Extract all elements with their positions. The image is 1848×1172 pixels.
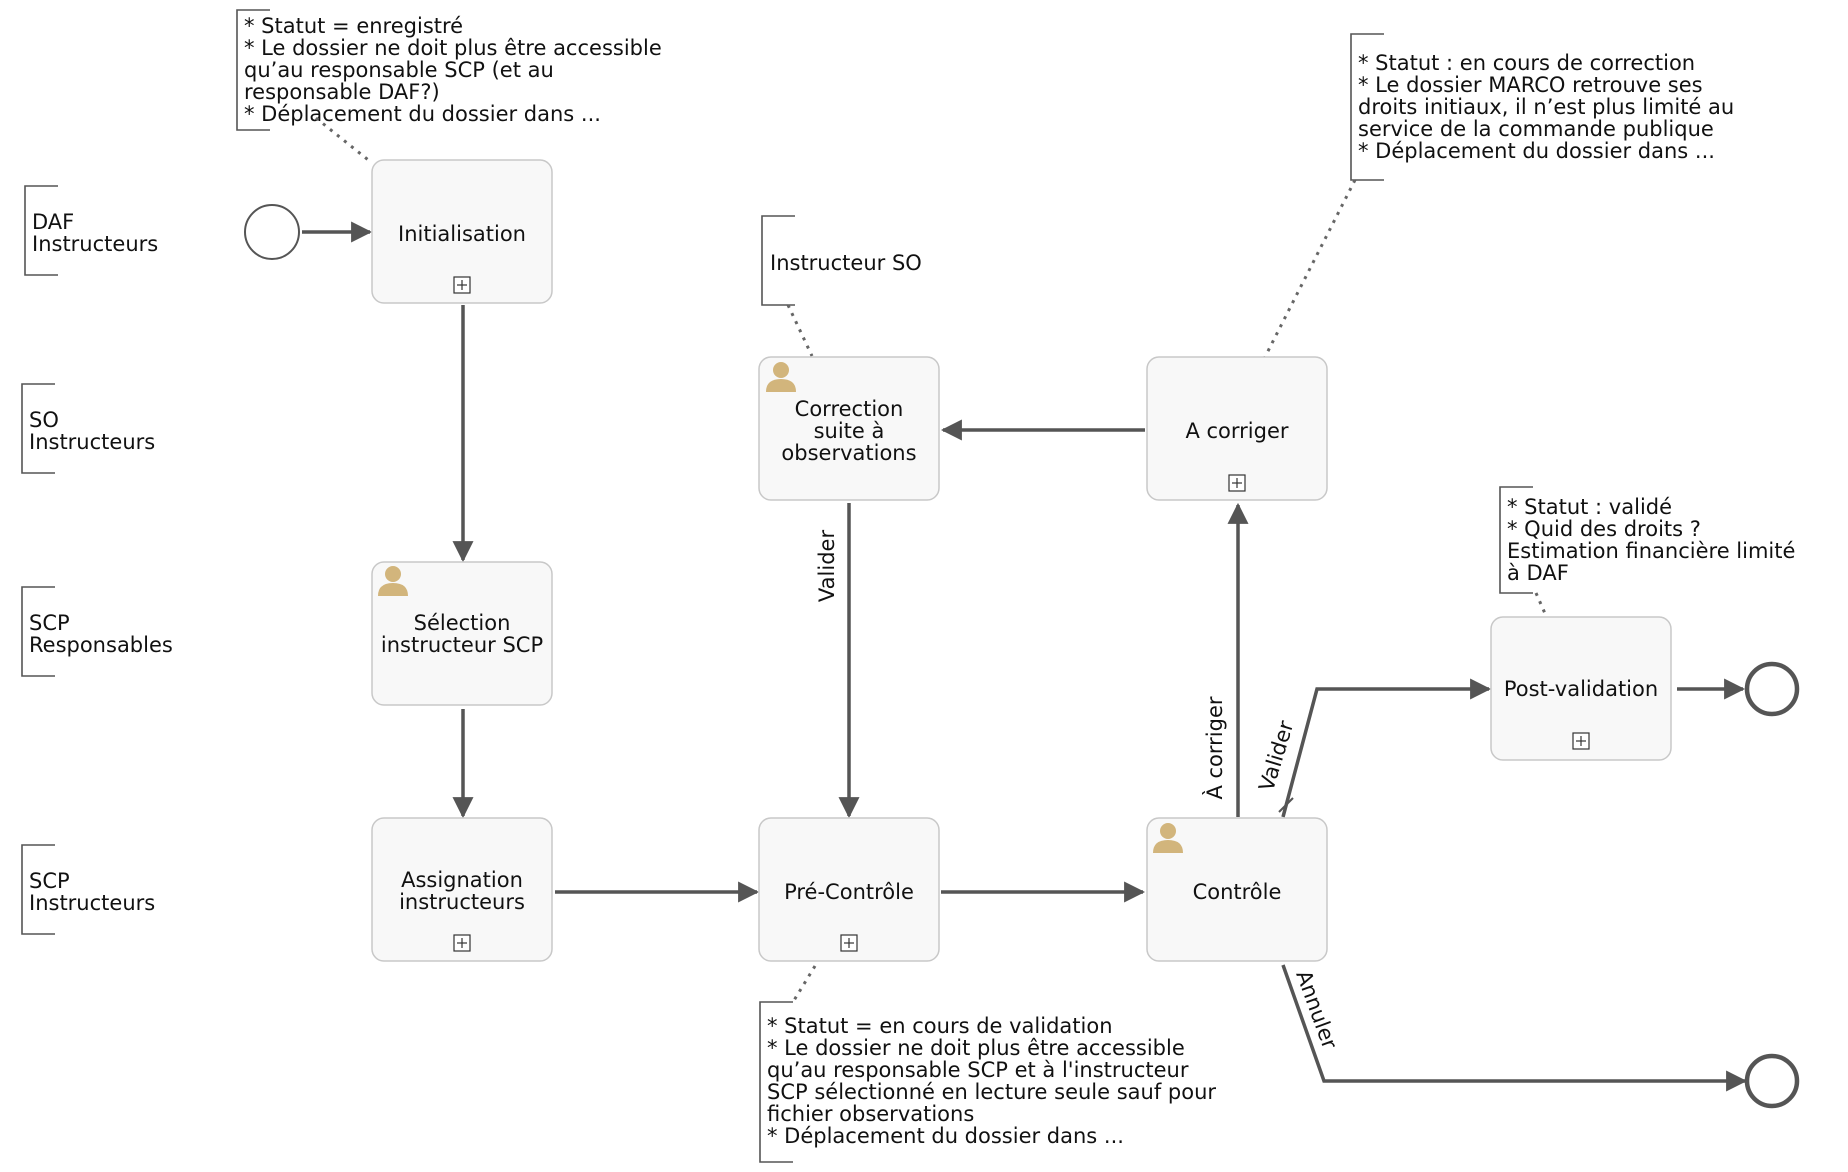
annotation-line: droits initiaux, il n’est plus limité au — [1358, 95, 1734, 119]
lane-label-line: Instructeurs — [29, 430, 155, 454]
user-task-icon — [378, 566, 408, 596]
lane-daf-instructeurs: DAF Instructeurs — [24, 185, 158, 276]
subprocess-marker-icon — [1228, 474, 1246, 492]
default-flow-marker — [1278, 797, 1294, 813]
subprocess-marker-icon — [1572, 732, 1590, 750]
annotation-line: fichier observations — [767, 1102, 974, 1126]
task-label-line: Post-validation — [1504, 677, 1658, 701]
flow-label-a-corriger: À corriger — [1202, 696, 1227, 799]
lane-label-line: Responsables — [29, 633, 173, 657]
task-label-line: Sélection — [414, 611, 511, 635]
task-a-corriger[interactable]: A corriger — [1146, 356, 1328, 501]
task-label-line: Initialisation — [398, 222, 526, 246]
annotation-line: * Le dossier ne doit plus être accessibl… — [767, 1036, 1185, 1060]
annotation-line: * Déplacement du dossier dans ... — [1358, 139, 1715, 163]
annotation-line: * Le dossier ne doit plus être accessibl… — [244, 36, 662, 60]
task-initialisation[interactable]: Initialisation — [371, 159, 553, 304]
task-label-line: Assignation — [401, 868, 523, 892]
association-post-validation — [1534, 592, 1549, 619]
annotation-line: qu’au responsable SCP (et au — [244, 58, 554, 82]
annotation-pre-controle: * Statut = en cours de validation * Le d… — [759, 1001, 1216, 1163]
user-task-icon — [766, 362, 796, 392]
task-selection-instructeur-scp[interactable]: Sélection instructeur SCP — [371, 561, 553, 706]
annotation-line: * Statut = enregistré — [244, 14, 463, 38]
lane-label-line: DAF — [32, 210, 74, 234]
association-initialisation — [315, 116, 373, 165]
annotation-initialisation: * Statut = enregistré * Le dossier ne do… — [236, 9, 662, 131]
annotation-line: Instructeur SO — [770, 251, 922, 275]
flow-label-valider-correction: Valider — [815, 530, 839, 603]
annotation-line: * Statut : validé — [1507, 495, 1672, 519]
lane-label-line: SO — [29, 408, 59, 432]
annotation-a-corriger: * Statut : en cours de correction * Le d… — [1350, 33, 1734, 181]
annotation-correction: Instructeur SO — [761, 215, 922, 306]
flow-controle-to-post-validation[interactable] — [1281, 678, 1492, 818]
lane-label-line: SCP — [29, 611, 70, 635]
association-correction — [786, 304, 814, 357]
flow-controle-to-end-annuler[interactable] — [1281, 964, 1748, 1092]
task-label-line: instructeur SCP — [381, 633, 543, 657]
annotation-line: * Déplacement du dossier dans ... — [767, 1124, 1124, 1148]
task-controle[interactable]: Contrôle — [1146, 817, 1328, 962]
lane-label-line: Instructeurs — [32, 232, 158, 256]
task-label-line: A corriger — [1185, 419, 1288, 443]
annotation-post-validation: * Statut : validé * Quid des droits ? Es… — [1499, 486, 1795, 594]
lane-so-instructeurs: SO Instructeurs — [21, 383, 155, 474]
annotation-line: responsable DAF?) — [244, 80, 440, 104]
end-event-annuler[interactable] — [1744, 1053, 1800, 1109]
annotation-line: * Statut = en cours de validation — [767, 1014, 1113, 1038]
annotation-line: qu’au responsable SCP et à l'instructeur — [767, 1058, 1189, 1082]
task-label-line: Pré-Contrôle — [784, 880, 914, 904]
annotation-line: service de la commande publique — [1358, 117, 1714, 141]
task-label-line: Contrôle — [1193, 880, 1282, 904]
annotation-line: SCP sélectionné en lecture seule sauf po… — [767, 1080, 1216, 1104]
annotation-line: Estimation financière limité — [1507, 539, 1795, 563]
annotation-line: * Quid des droits ? — [1507, 517, 1701, 541]
subprocess-marker-icon — [453, 276, 471, 294]
end-event-post-validation[interactable] — [1744, 661, 1800, 717]
task-post-validation[interactable]: Post-validation — [1490, 616, 1672, 761]
association-pre-controle — [791, 965, 817, 1003]
task-assignation-instructeurs[interactable]: Assignation instructeurs — [371, 817, 553, 962]
association-a-corriger — [1263, 179, 1357, 358]
lane-scp-instructeurs: SCP Instructeurs — [21, 844, 155, 935]
lane-label-line: Instructeurs — [29, 891, 155, 915]
task-label-line: observations — [781, 441, 916, 465]
lane-label-line: SCP — [29, 869, 70, 893]
task-pre-controle[interactable]: Pré-Contrôle — [758, 817, 940, 962]
start-event[interactable] — [244, 204, 300, 260]
task-label-line: instructeurs — [399, 890, 525, 914]
subprocess-marker-icon — [840, 934, 858, 952]
task-label-line: suite à — [814, 419, 885, 443]
lane-scp-responsables: SCP Responsables — [21, 586, 173, 677]
annotation-line: * Statut : en cours de correction — [1358, 51, 1695, 75]
user-task-icon — [1153, 823, 1183, 853]
task-label-line: Correction — [795, 397, 904, 421]
task-correction-suite-observations[interactable]: Correction suite à observations — [758, 356, 940, 501]
annotation-line: à DAF — [1507, 561, 1569, 585]
annotation-line: * Le dossier MARCO retrouve ses — [1358, 73, 1703, 97]
subprocess-marker-icon — [453, 934, 471, 952]
annotation-line: * Déplacement du dossier dans ... — [244, 102, 601, 126]
